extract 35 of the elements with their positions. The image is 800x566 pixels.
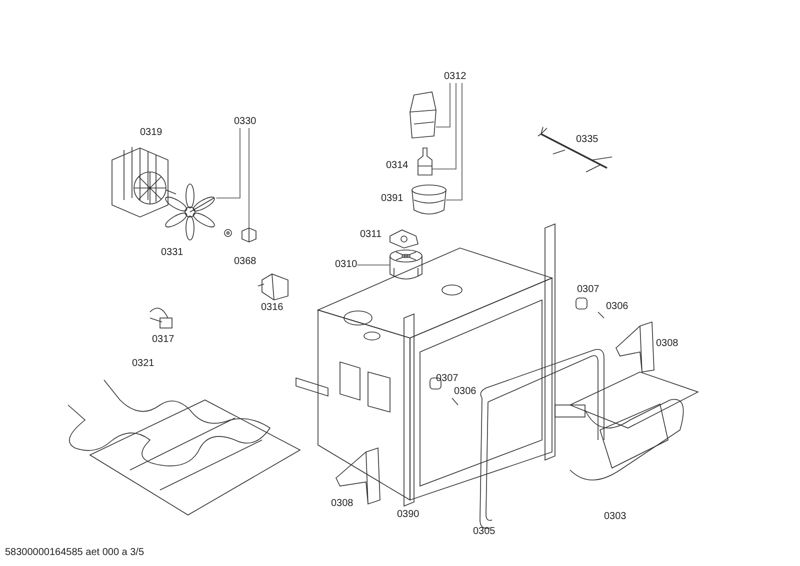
part-number: 0314 [386,160,408,172]
part-number: 0307 [577,284,600,296]
part-number: 0319 [140,127,162,139]
part-drawing [165,184,215,240]
part-number: 0310 [335,259,358,271]
part-drawing [390,250,422,280]
part-number: 0311 [360,229,382,241]
part-drawing [410,92,436,138]
part-number: 0312 [444,71,466,83]
part-number: 0321 [132,358,154,370]
leader-line [446,82,462,200]
leader-line [436,82,450,128]
leader-line [248,128,250,228]
part-drawing [418,148,432,176]
part-number: 0303 [604,511,626,523]
part-number: 0316 [261,302,284,314]
part-number: 0308 [331,498,354,510]
part-number: 0335 [576,134,598,146]
part-number: 0391 [381,193,404,205]
part-number: 0306 [606,301,628,313]
part-number: 0306 [454,386,476,398]
part-drawing [412,184,446,214]
part-number: 0308 [656,338,678,350]
part-number: 0331 [161,247,184,259]
part-number: 0305 [473,526,496,538]
part-number: 0330 [234,116,256,128]
part-number: 0307 [436,373,458,385]
leader-line [216,128,240,198]
part-drawing [242,228,256,242]
part-number: 0390 [397,509,420,521]
leader-line [432,82,456,170]
leader-line [356,264,390,266]
part-number: 0368 [234,256,256,268]
part-number: 0317 [152,334,174,346]
caption: 58300000164585 aet 000 a 3/5 [5,547,144,559]
